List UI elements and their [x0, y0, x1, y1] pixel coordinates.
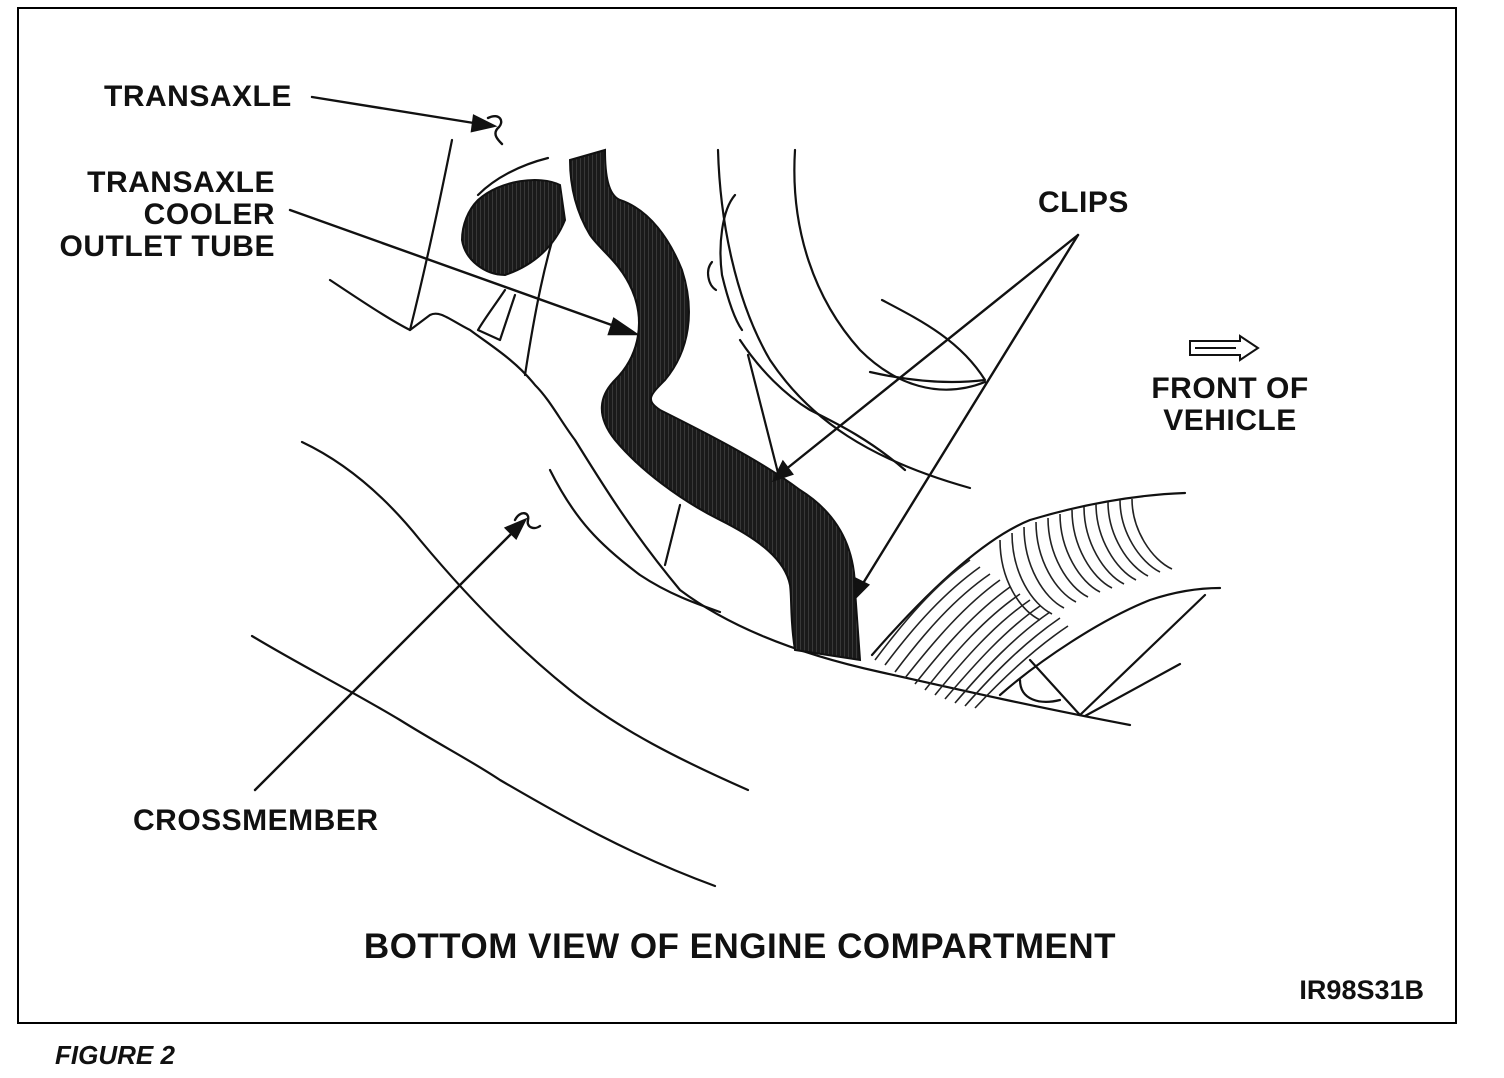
front-arrow-icon: [1189, 334, 1260, 362]
transaxle-outline: [328, 278, 1132, 727]
label-cooler-outlet-tube-line-3: OUTLET TUBE: [59, 230, 275, 263]
label-cooler-outlet-tube-line-2: COOLER: [143, 198, 275, 231]
diagram-title: BOTTOM VIEW OF ENGINE COMPARTMENT: [363, 927, 1117, 966]
figure-frame: [17, 7, 1457, 1024]
label-front-of-vehicle-line-2: VEHICLE: [1163, 404, 1297, 437]
engine-outline: [716, 148, 972, 490]
exhaust-pipe-outline: [870, 491, 1187, 657]
flex-pipe: [874, 498, 1173, 709]
label-crossmember: CROSSMEMBER: [133, 804, 379, 837]
crossmember-outline: [300, 440, 750, 792]
cooler-outlet-tube: [460, 148, 862, 662]
label-cooler-outlet-tube-line-1: TRANSAXLE: [87, 166, 275, 199]
label-clips: CLIPS: [1038, 186, 1129, 219]
figure-caption: FIGURE 2: [55, 1040, 175, 1070]
label-transaxle: TRANSAXLE: [104, 80, 292, 113]
leader-arrows: [253, 95, 1080, 792]
label-front-of-vehicle-line-1: FRONT OF: [1151, 372, 1309, 405]
figure-code: IR98S31B: [1299, 975, 1424, 1005]
